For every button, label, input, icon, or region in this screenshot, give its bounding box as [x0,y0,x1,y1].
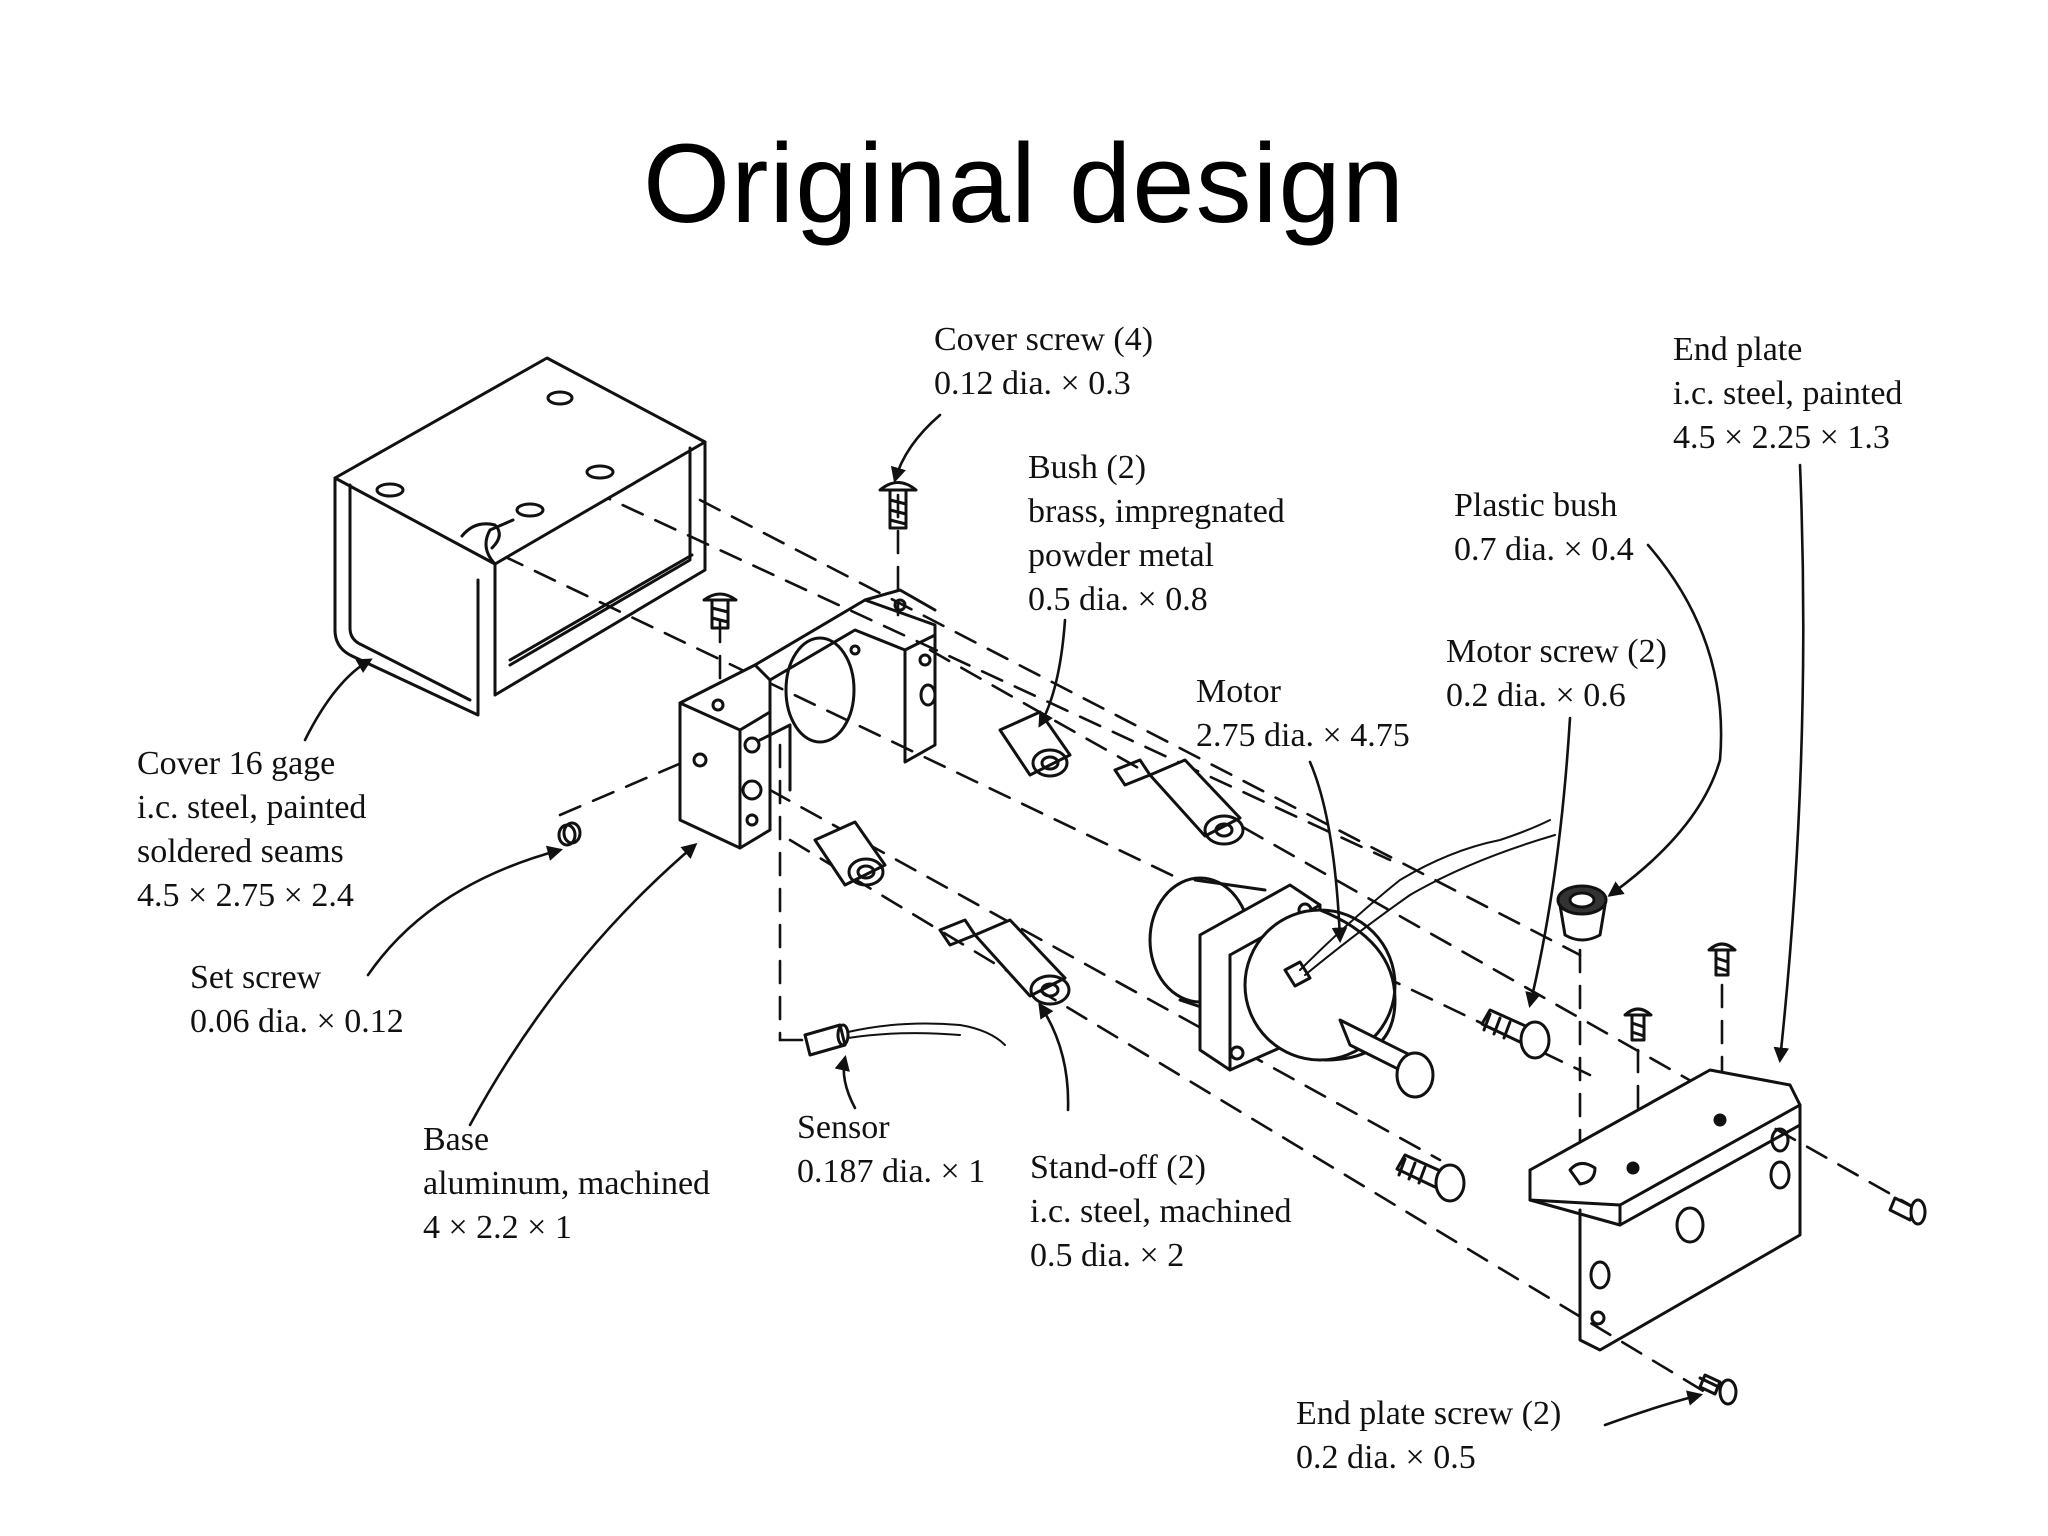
label-end-plate: End plate i.c. steel, painted 4.5 × 2.25… [1673,328,1902,460]
cover-part [333,356,707,717]
plastic-bush-part [1556,884,1608,942]
label-base-material: aluminum, machined [423,1165,711,1202]
label-cover-seams: soldered seams [137,833,344,870]
label-cover-screw: Cover screw (4) 0.12 dia. × 0.3 [934,318,1153,406]
label-base: Base aluminum, machined 4 × 2.2 × 1 [423,1118,710,1250]
label-motor: Motor 2.75 dia. × 4.75 [1196,670,1410,758]
label-set-screw-size: 0.06 dia. × 0.12 [190,1003,404,1040]
standoff-upper [1113,758,1245,846]
label-standoff: Stand-off (2) i.c. steel, machined 0.5 d… [1030,1146,1292,1278]
bush-lower [813,820,887,887]
label-motor-size: 2.75 dia. × 4.75 [1196,717,1410,754]
label-motor-screw: Motor screw (2) 0.2 dia. × 0.6 [1446,630,1667,718]
set-screw-part [557,821,582,847]
label-motor-screw-size: 0.2 dia. × 0.6 [1446,677,1626,714]
label-plastic-bush-size: 0.7 dia. × 0.4 [1454,531,1634,568]
base-screw [702,592,738,630]
cover-screw-right-a [1623,1007,1653,1042]
base-part [678,588,937,850]
label-motor-screw-name: Motor screw (2) [1446,633,1667,670]
label-plastic-bush: Plastic bush 0.7 dia. × 0.4 [1454,484,1634,572]
label-end-plate-screw-size: 0.2 dia. × 0.5 [1296,1439,1476,1476]
label-bush-material-2: powder metal [1028,537,1214,574]
label-base-size: 4 × 2.2 × 1 [423,1209,572,1246]
label-end-plate-size: 4.5 × 2.25 × 1.3 [1673,419,1890,456]
end-plate-screw-bottom [1698,1373,1738,1406]
cover-screw-top [878,481,918,530]
label-standoff-material: i.c. steel, machined [1030,1193,1292,1230]
label-bush-size: 0.5 dia. × 0.8 [1028,581,1208,618]
label-standoff-size: 0.5 dia. × 2 [1030,1237,1185,1274]
motor-screw-upper [1480,1008,1551,1060]
label-sensor-size: 0.187 dia. × 1 [797,1153,986,1190]
bush-upper [998,710,1072,778]
label-cover-material: i.c. steel, painted [137,789,367,826]
slide-title: Original design [642,121,1406,246]
label-end-plate-material: i.c. steel, painted [1673,375,1903,412]
sensor-part [803,1022,1006,1057]
label-sensor-name: Sensor [797,1109,890,1146]
label-motor-name: Motor [1196,673,1281,710]
label-end-plate-screw-name: End plate screw (2) [1296,1395,1562,1432]
label-bush: Bush (2) brass, impregnated powder metal… [1028,446,1285,622]
cover-screw-right-b [1707,942,1737,977]
label-standoff-name: Stand-off (2) [1030,1149,1206,1186]
label-end-plate-screw: End plate screw (2) 0.2 dia. × 0.5 [1296,1392,1561,1480]
label-cover-name: Cover 16 gage [137,745,336,782]
label-set-screw: Set screw 0.06 dia. × 0.12 [190,956,404,1044]
label-bush-name: Bush (2) [1028,449,1147,486]
label-base-name: Base [423,1121,490,1158]
label-end-plate-name: End plate [1673,331,1803,368]
end-plate-screw-right [1888,1196,1927,1226]
label-set-screw-name: Set screw [190,959,322,996]
motor-part [1148,819,1556,1099]
label-sensor: Sensor 0.187 dia. × 1 [797,1106,985,1194]
label-cover: Cover 16 gage i.c. steel, painted solder… [137,742,366,918]
label-plastic-bush-name: Plastic bush [1454,487,1618,524]
label-cover-screw-size: 0.12 dia. × 0.3 [934,365,1131,402]
motor-screw-lower [1395,1153,1466,1203]
standoff-lower [938,918,1071,1006]
label-cover-size: 4.5 × 2.75 × 2.4 [137,877,354,914]
leader-lines [303,413,1805,1427]
label-cover-screw-name: Cover screw (4) [934,321,1154,358]
end-plate-part [1528,1068,1802,1352]
label-bush-material: brass, impregnated [1028,493,1285,530]
